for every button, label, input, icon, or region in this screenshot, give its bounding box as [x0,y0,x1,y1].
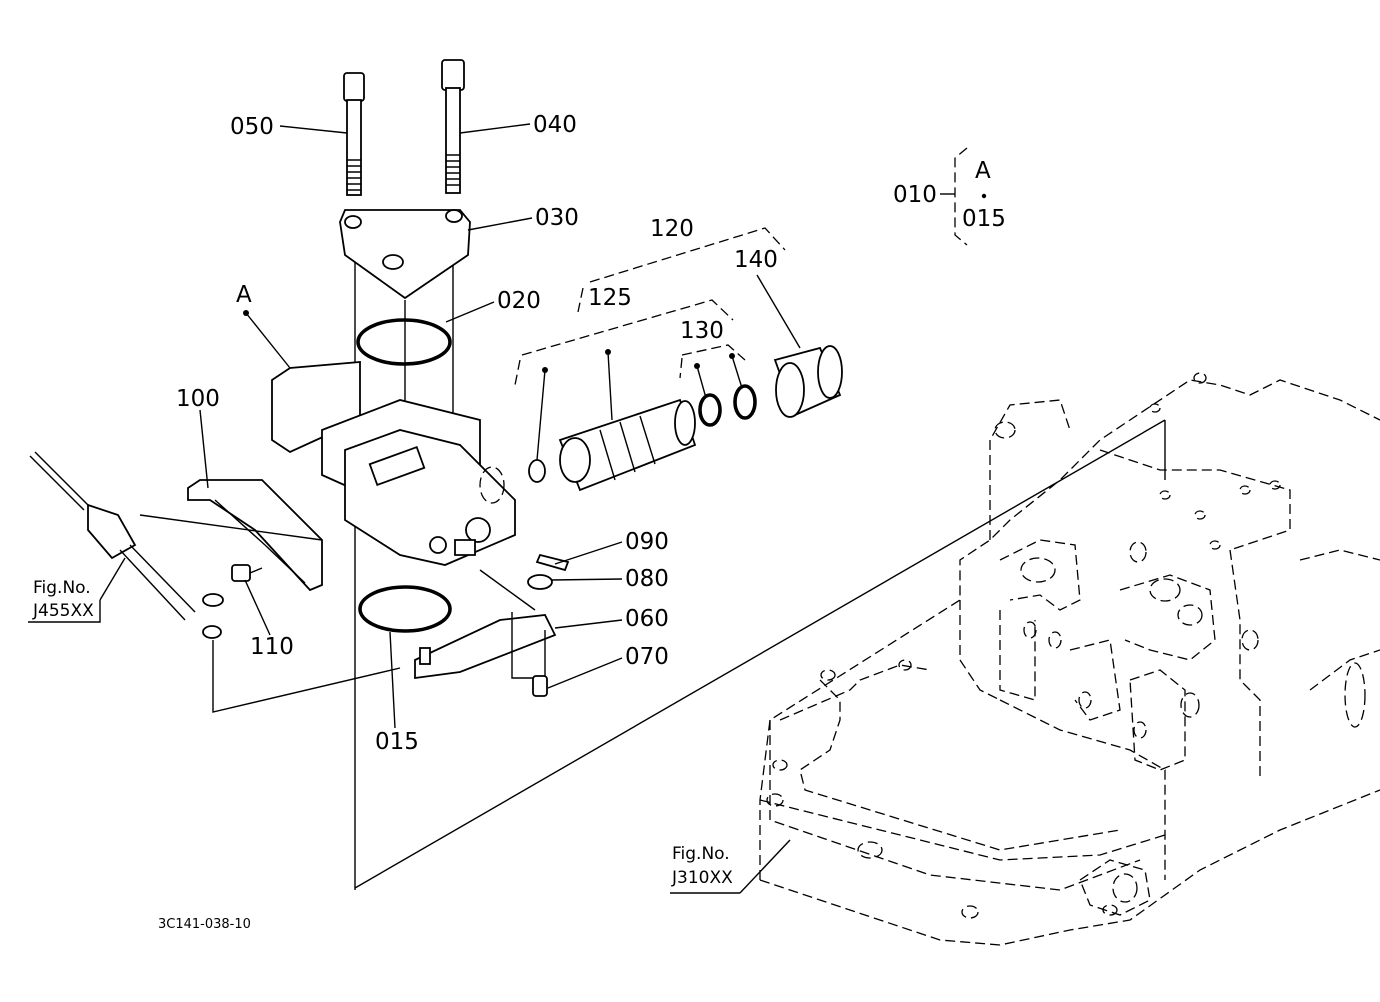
label-100: 100 [176,386,220,412]
transmission-housing [759,372,1380,946]
label-110: 110 [250,634,294,660]
label-090: 090 [625,529,669,555]
leader-lines [99,123,801,894]
legend-brace [954,147,968,246]
o-ring-020 [356,318,452,366]
o-ring-015 [358,585,452,633]
label-050: 050 [230,114,274,140]
legend-parent: 010 [893,182,937,208]
spool-125 [528,398,697,492]
leader-dots [243,310,735,373]
assembly-line [354,419,1166,889]
label-015: 015 [375,729,419,755]
label-020: 020 [497,288,541,314]
label-a: A [236,282,252,308]
bolt-040 [441,59,465,194]
o-ring-130b [733,384,757,420]
label-060: 060 [625,606,669,632]
valve-body-a [271,361,516,566]
cover-030 [339,209,471,300]
figref-left-line1: Fig.No. [33,578,91,598]
cable-assembly [29,451,401,713]
label-040: 040 [533,112,577,138]
figref-left-underline [28,600,101,623]
kit-bracket-120 [589,227,786,283]
label-030: 030 [535,205,579,231]
legend-top: A [975,158,991,184]
label-130: 130 [680,318,724,344]
ring-140 [773,345,843,418]
label-120: 120 [650,216,694,242]
figref-left-line2: J455XX [33,601,94,621]
bolt-050 [343,72,365,196]
spring-pin-090 [535,553,570,572]
label-080: 080 [625,566,669,592]
o-ring-130a [698,393,722,427]
plug-110 [231,564,263,582]
drawing-code: 3C141-038-10 [158,917,251,932]
pin-070 [511,612,548,697]
bracket-100 [139,479,323,592]
label-070: 070 [625,644,669,670]
figref-right-line1: Fig.No. [672,844,730,864]
legend-bottom: 015 [962,206,1006,232]
label-140: 140 [734,247,778,273]
kit-bracket-125 [521,299,734,356]
washer-080 [527,574,553,590]
figref-right-line2: J310XX [672,868,733,888]
label-125: 125 [588,285,632,311]
kit-bracket-130 [681,344,746,361]
lever-060 [414,569,557,680]
